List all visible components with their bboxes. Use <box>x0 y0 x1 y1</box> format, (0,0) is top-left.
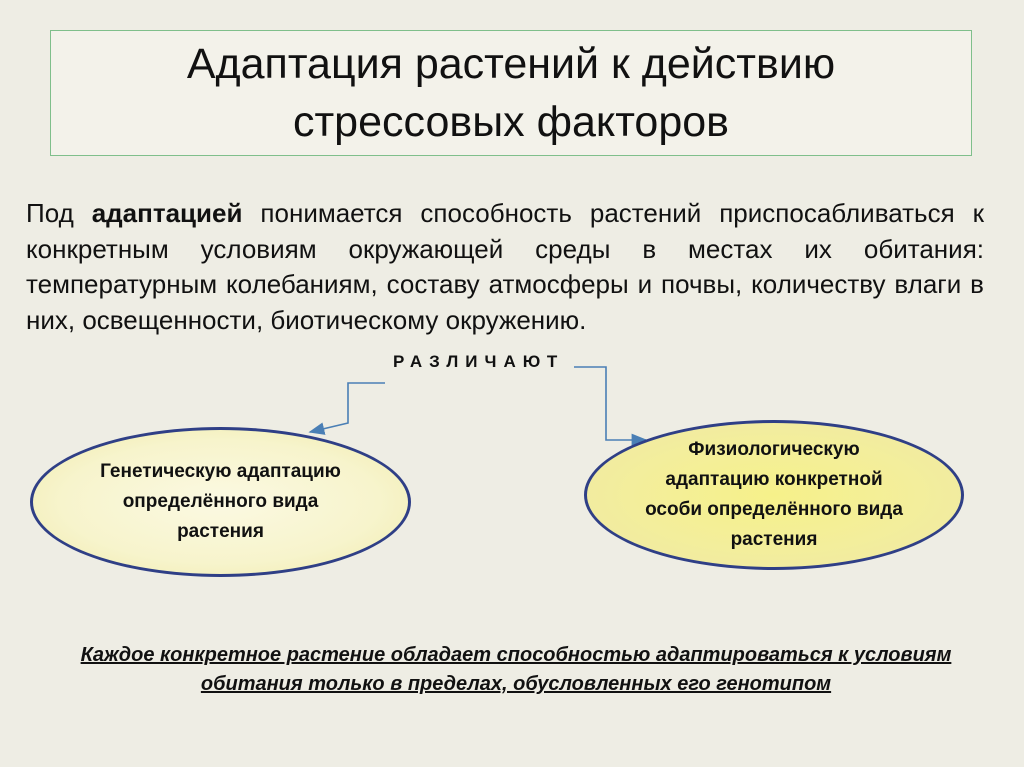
genetic-adaptation-text: Генетическую адаптацию определённого вид… <box>100 461 341 542</box>
definition-paragraph: Под адаптацией понимается способность ра… <box>26 196 984 338</box>
title-box: Адаптация растений к действию стрессовых… <box>50 30 972 156</box>
slide-title-line-1: Адаптация растений к действию <box>186 40 836 88</box>
physiological-adaptation-ellipse: Физиологическую адаптацию конкретной осо… <box>584 420 964 570</box>
arrow-to-genetic <box>308 382 385 435</box>
slide-title-line-2: стрессовых факторов <box>292 98 729 146</box>
distinguish-label: РАЗЛИЧАЮТ <box>393 352 565 371</box>
arrow-to-physiological <box>574 366 648 447</box>
definition-text: понимается способность растений приспоса… <box>26 198 984 335</box>
definition-term: адаптацией <box>91 198 243 228</box>
physiological-adaptation-text: Физиологическую адаптацию конкретной осо… <box>645 439 903 550</box>
conclusion-text: Каждое конкретное растение обладает спос… <box>80 644 952 695</box>
genetic-adaptation-ellipse: Генетическую адаптацию определённого вид… <box>30 427 411 577</box>
definition-prefix: Под <box>26 198 92 228</box>
